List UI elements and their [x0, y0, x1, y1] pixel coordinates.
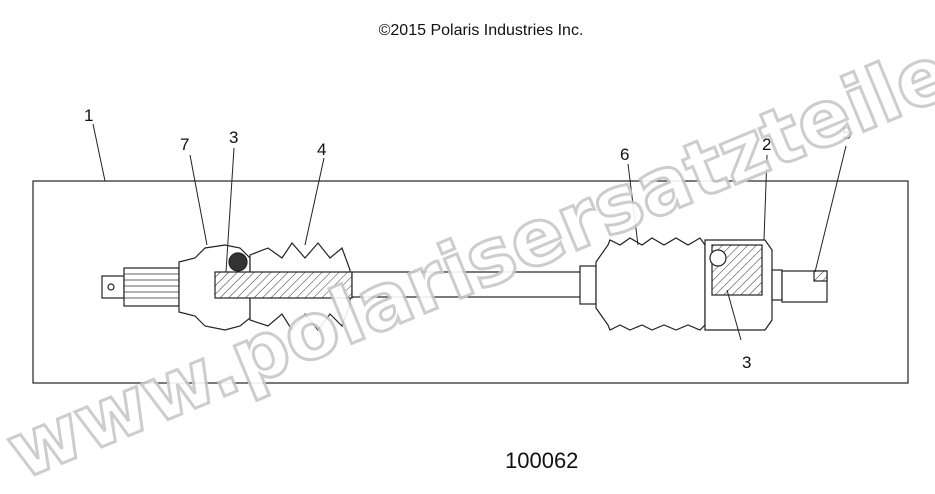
- left-ball: [228, 252, 248, 272]
- copyright-text: ©2015 Polaris Industries Inc.: [378, 22, 584, 39]
- callout-3-right: 3: [742, 353, 751, 372]
- callout-7: 7: [180, 135, 189, 154]
- drive-shaft-assembly: [101, 237, 828, 332]
- callout-1: 1: [84, 106, 93, 125]
- leader-lines: [92, 123, 847, 341]
- callout-2: 2: [762, 135, 771, 154]
- shaft: [351, 271, 591, 298]
- callout-6: 6: [620, 145, 629, 164]
- callout-4: 4: [317, 140, 326, 159]
- callout-3-left: 3: [229, 128, 238, 147]
- assembly-box: [32, 180, 909, 384]
- callout-5: 5: [842, 124, 851, 143]
- drawing-number: 100062: [505, 448, 579, 473]
